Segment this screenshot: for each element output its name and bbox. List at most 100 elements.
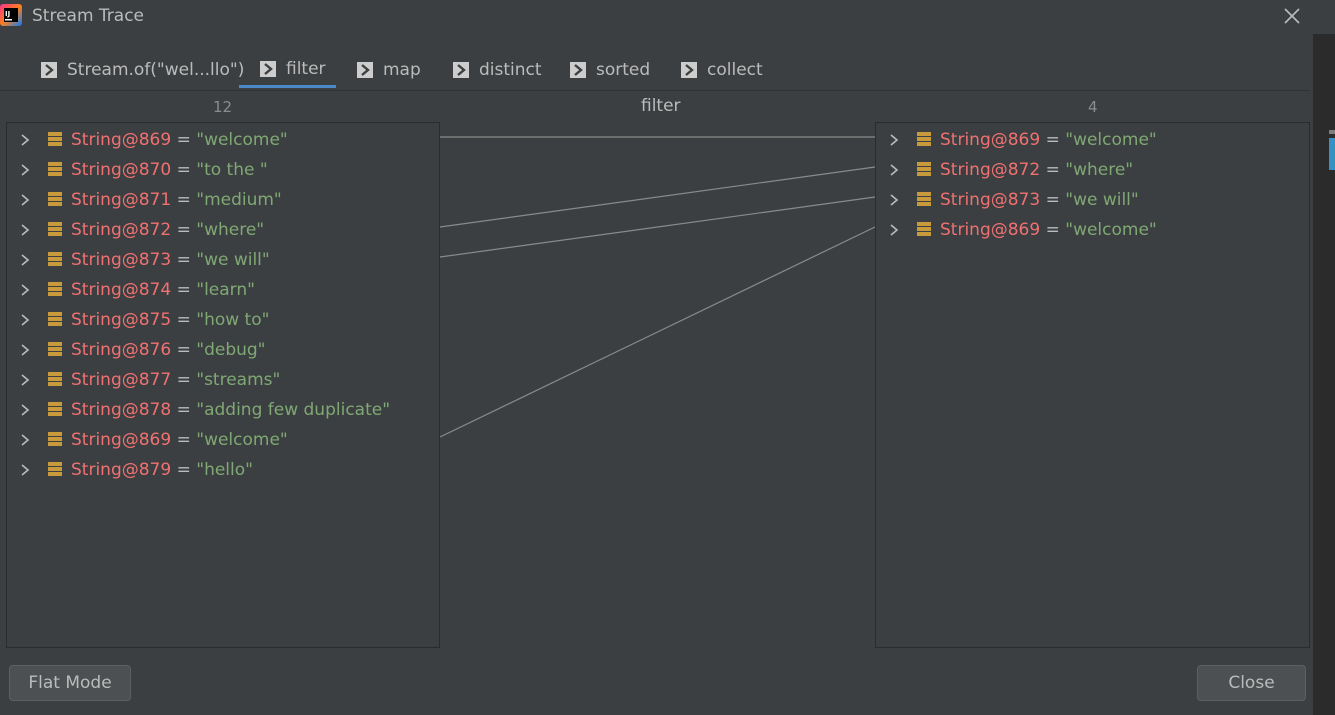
- list-item[interactable]: String@875 = "how to": [7, 305, 439, 335]
- stream-op-icon: [570, 62, 586, 78]
- list-item[interactable]: String@869 = "welcome": [876, 125, 1309, 155]
- tab-label: sorted: [596, 60, 651, 80]
- mapping-line: [439, 226, 876, 438]
- item-text: String@870 = "to the ": [71, 160, 268, 180]
- chevron-right-icon[interactable]: [19, 373, 31, 387]
- item-value: "hello": [196, 460, 253, 480]
- item-value: "welcome": [196, 430, 288, 450]
- item-text: String@873 = "we will": [71, 250, 270, 270]
- chevron-right-icon[interactable]: [888, 193, 900, 207]
- scroll-thumb[interactable]: [1329, 138, 1335, 170]
- close-button[interactable]: Close: [1197, 665, 1306, 701]
- item-value: "welcome": [1065, 220, 1157, 240]
- item-text: String@874 = "learn": [71, 280, 255, 300]
- item-name: String@873: [940, 190, 1041, 210]
- equals-sign: =: [176, 340, 191, 360]
- item-value: "debug": [196, 340, 266, 360]
- chevron-right-icon[interactable]: [19, 283, 31, 297]
- equals-sign: =: [176, 430, 191, 450]
- chevron-right-icon[interactable]: [19, 133, 31, 147]
- item-text: String@869 = "welcome": [71, 130, 288, 150]
- field-icon: [48, 402, 62, 416]
- field-icon: [48, 162, 62, 176]
- item-value: "medium": [196, 190, 282, 210]
- list-item[interactable]: String@876 = "debug": [7, 335, 439, 365]
- list-item[interactable]: String@873 = "we will": [876, 185, 1309, 215]
- item-value: "how to": [196, 310, 270, 330]
- left-count: 12: [213, 98, 233, 116]
- list-item[interactable]: String@874 = "learn": [7, 275, 439, 305]
- stream-tabs: Stream.of("wel...llo") filter map distin…: [0, 52, 1310, 92]
- list-item[interactable]: String@869 = "welcome": [876, 215, 1309, 245]
- item-name: String@873: [71, 250, 172, 270]
- field-icon: [48, 192, 62, 206]
- field-icon: [917, 192, 931, 206]
- item-text: String@869 = "welcome": [71, 430, 288, 450]
- tab-label: filter: [286, 58, 326, 79]
- tab-sorted[interactable]: sorted: [569, 52, 650, 88]
- field-icon: [48, 462, 62, 476]
- chevron-right-icon[interactable]: [19, 343, 31, 357]
- item-value: "to the ": [196, 160, 268, 180]
- list-item[interactable]: String@869 = "welcome": [7, 125, 439, 155]
- chevron-right-icon[interactable]: [19, 463, 31, 477]
- scroll-marker: [1329, 130, 1335, 134]
- item-name: String@872: [71, 220, 172, 240]
- chevron-right-icon[interactable]: [19, 163, 31, 177]
- tab-stream-of[interactable]: Stream.of("wel...llo"): [40, 52, 244, 88]
- chevron-right-icon[interactable]: [888, 163, 900, 177]
- list-item[interactable]: String@870 = "to the ": [7, 155, 439, 185]
- list-item[interactable]: String@877 = "streams": [7, 365, 439, 395]
- item-text: String@869 = "welcome": [940, 220, 1157, 240]
- equals-sign: =: [176, 310, 191, 330]
- item-name: String@872: [940, 160, 1041, 180]
- item-value: "we will": [196, 250, 270, 270]
- result-values-panel[interactable]: String@869 = "welcome" String@872 = "wher…: [875, 122, 1310, 648]
- list-item[interactable]: String@872 = "where": [7, 215, 439, 245]
- list-item[interactable]: String@869 = "welcome": [7, 425, 439, 455]
- tab-collect[interactable]: collect: [680, 52, 763, 88]
- flat-mode-button[interactable]: Flat Mode: [9, 665, 131, 701]
- title-bar: IJ Stream Trace: [0, 0, 1335, 34]
- chevron-right-icon[interactable]: [888, 223, 900, 237]
- chevron-right-icon[interactable]: [19, 193, 31, 207]
- field-icon: [917, 222, 931, 236]
- item-text: String@871 = "medium": [71, 190, 282, 210]
- list-item[interactable]: String@872 = "where": [876, 155, 1309, 185]
- item-text: String@879 = "hello": [71, 460, 253, 480]
- source-values-panel[interactable]: String@869 = "welcome" String@870 = "to t…: [6, 122, 440, 648]
- field-icon: [48, 132, 62, 146]
- item-text: String@872 = "where": [940, 160, 1133, 180]
- item-name: String@874: [71, 280, 172, 300]
- stream-op-icon: [357, 62, 373, 78]
- mapping-line: [439, 166, 876, 228]
- chevron-right-icon[interactable]: [19, 313, 31, 327]
- chevron-right-icon[interactable]: [888, 133, 900, 147]
- chevron-right-icon[interactable]: [19, 223, 31, 237]
- stream-op-icon: [260, 60, 276, 77]
- item-text: String@878 = "adding few duplicate": [71, 400, 390, 420]
- item-text: String@875 = "how to": [71, 310, 269, 330]
- equals-sign: =: [176, 190, 191, 210]
- item-text: String@873 = "we will": [940, 190, 1139, 210]
- tab-filter[interactable]: filter: [239, 52, 336, 88]
- item-name: String@869: [940, 130, 1041, 150]
- list-item[interactable]: String@878 = "adding few duplicate": [7, 395, 439, 425]
- list-item[interactable]: String@873 = "we will": [7, 245, 439, 275]
- item-name: String@879: [71, 460, 172, 480]
- field-icon: [48, 432, 62, 446]
- tab-map[interactable]: map: [356, 52, 421, 88]
- item-name: String@875: [71, 310, 172, 330]
- item-value: "where": [1065, 160, 1134, 180]
- tab-label: distinct: [479, 60, 542, 80]
- list-item[interactable]: String@879 = "hello": [7, 455, 439, 485]
- chevron-right-icon[interactable]: [19, 253, 31, 267]
- chevron-right-icon[interactable]: [19, 433, 31, 447]
- tab-distinct[interactable]: distinct: [452, 52, 542, 88]
- close-icon[interactable]: [1280, 4, 1304, 28]
- item-name: String@869: [940, 220, 1041, 240]
- equals-sign: =: [176, 220, 191, 240]
- chevron-right-icon[interactable]: [19, 403, 31, 417]
- list-item[interactable]: String@871 = "medium": [7, 185, 439, 215]
- stream-op-icon: [453, 62, 469, 78]
